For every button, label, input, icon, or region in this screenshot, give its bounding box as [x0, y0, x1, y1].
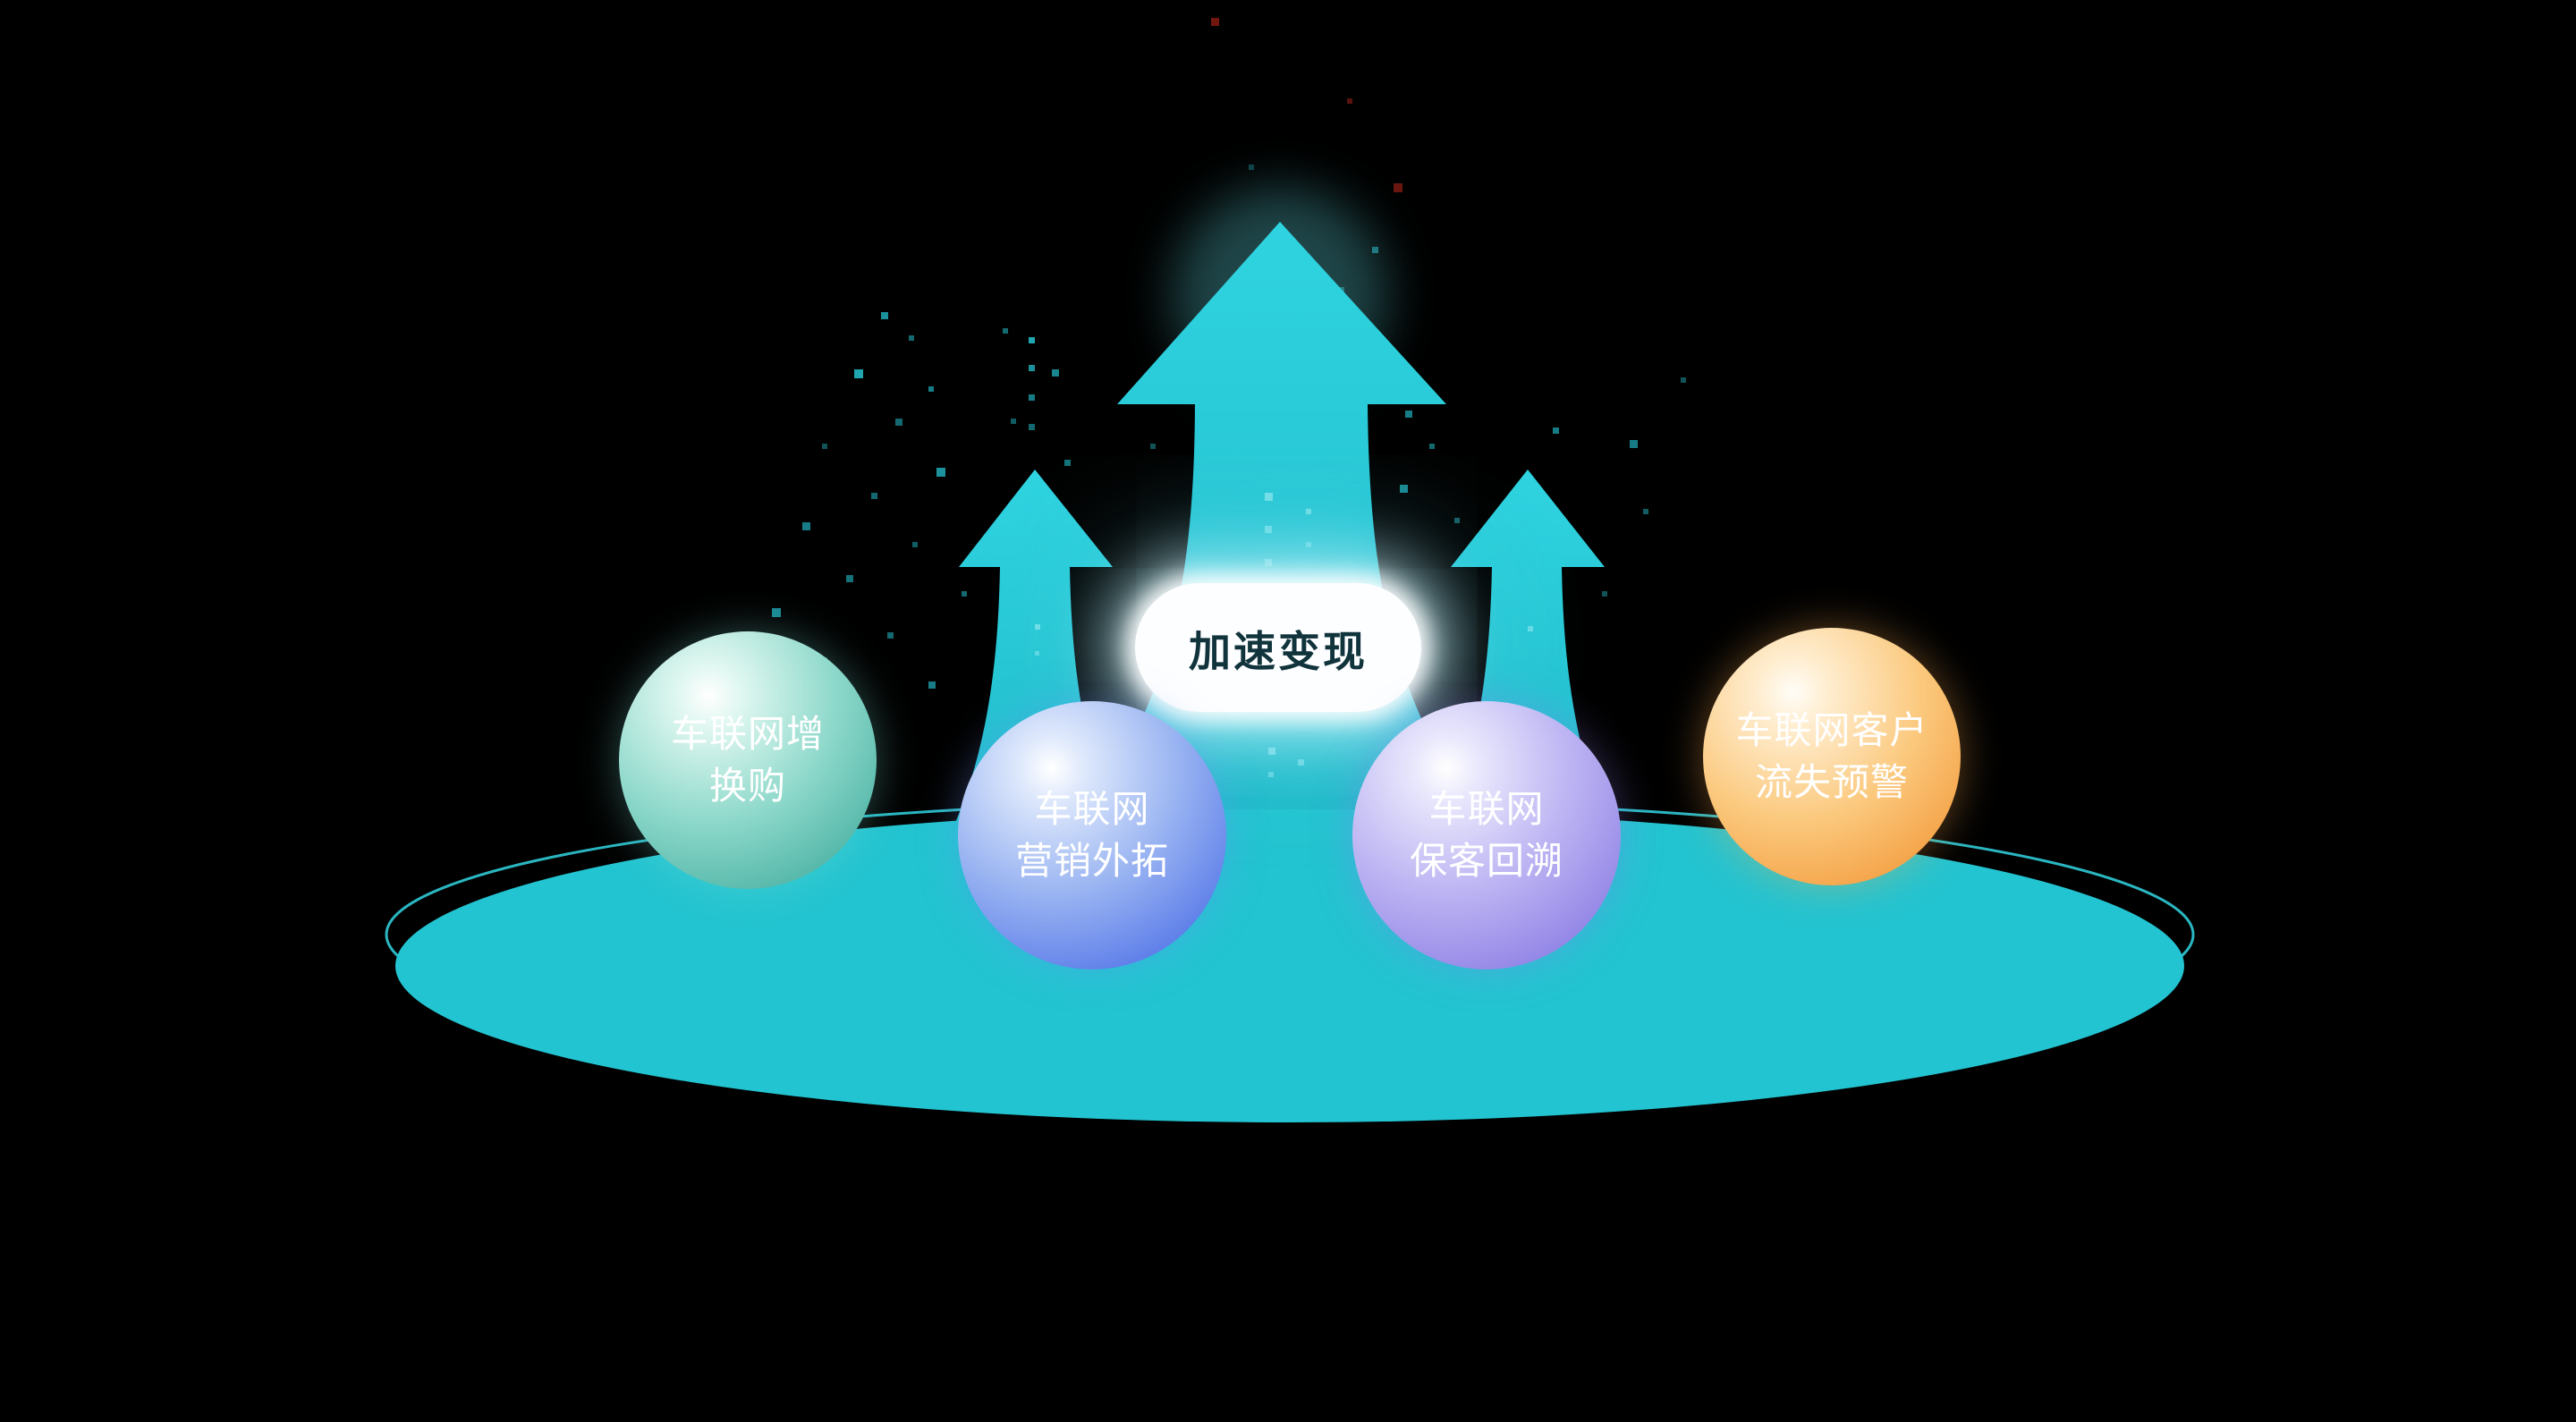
sphere-label-line2: 换购 — [708, 765, 786, 807]
sphere-iov-churn-warning: 车联网客户 流失预警 — [1703, 628, 1961, 885]
sphere-iov-customer-retention: 车联网 保客回溯 — [1352, 701, 1621, 969]
sphere-iov-upgrade-purchase: 车联网增 换购 — [619, 631, 877, 889]
sphere-label: 车联网 营销外拓 — [1015, 783, 1169, 887]
sphere-label: 车联网客户 流失预警 — [1735, 705, 1928, 808]
platform-ellipse — [395, 809, 2184, 1122]
sphere-label-line1: 车联网 — [1034, 788, 1150, 831]
sphere-label-line1: 车联网 — [1428, 788, 1545, 831]
sphere-iov-marketing-expansion: 车联网 营销外拓 — [958, 701, 1226, 969]
red-dots — [1211, 18, 1402, 192]
capsule-label: 加速变现 — [1189, 627, 1368, 675]
arrow-light-dots — [1035, 493, 1533, 777]
sphere-label-line1: 车联网增 — [670, 713, 825, 756]
sphere-label-line1: 车联网客户 — [1735, 709, 1928, 752]
center-arrow — [1040, 222, 1523, 869]
sphere-label: 车联网增 换购 — [671, 708, 825, 812]
sphere-label-line2: 营销外拓 — [1014, 840, 1169, 882]
sphere-label-line2: 保客回溯 — [1409, 840, 1563, 882]
center-capsule: 加速变现 — [1135, 583, 1421, 712]
sphere-label: 车联网 保客回溯 — [1410, 783, 1563, 887]
sphere-label-line2: 流失预警 — [1754, 761, 1909, 803]
